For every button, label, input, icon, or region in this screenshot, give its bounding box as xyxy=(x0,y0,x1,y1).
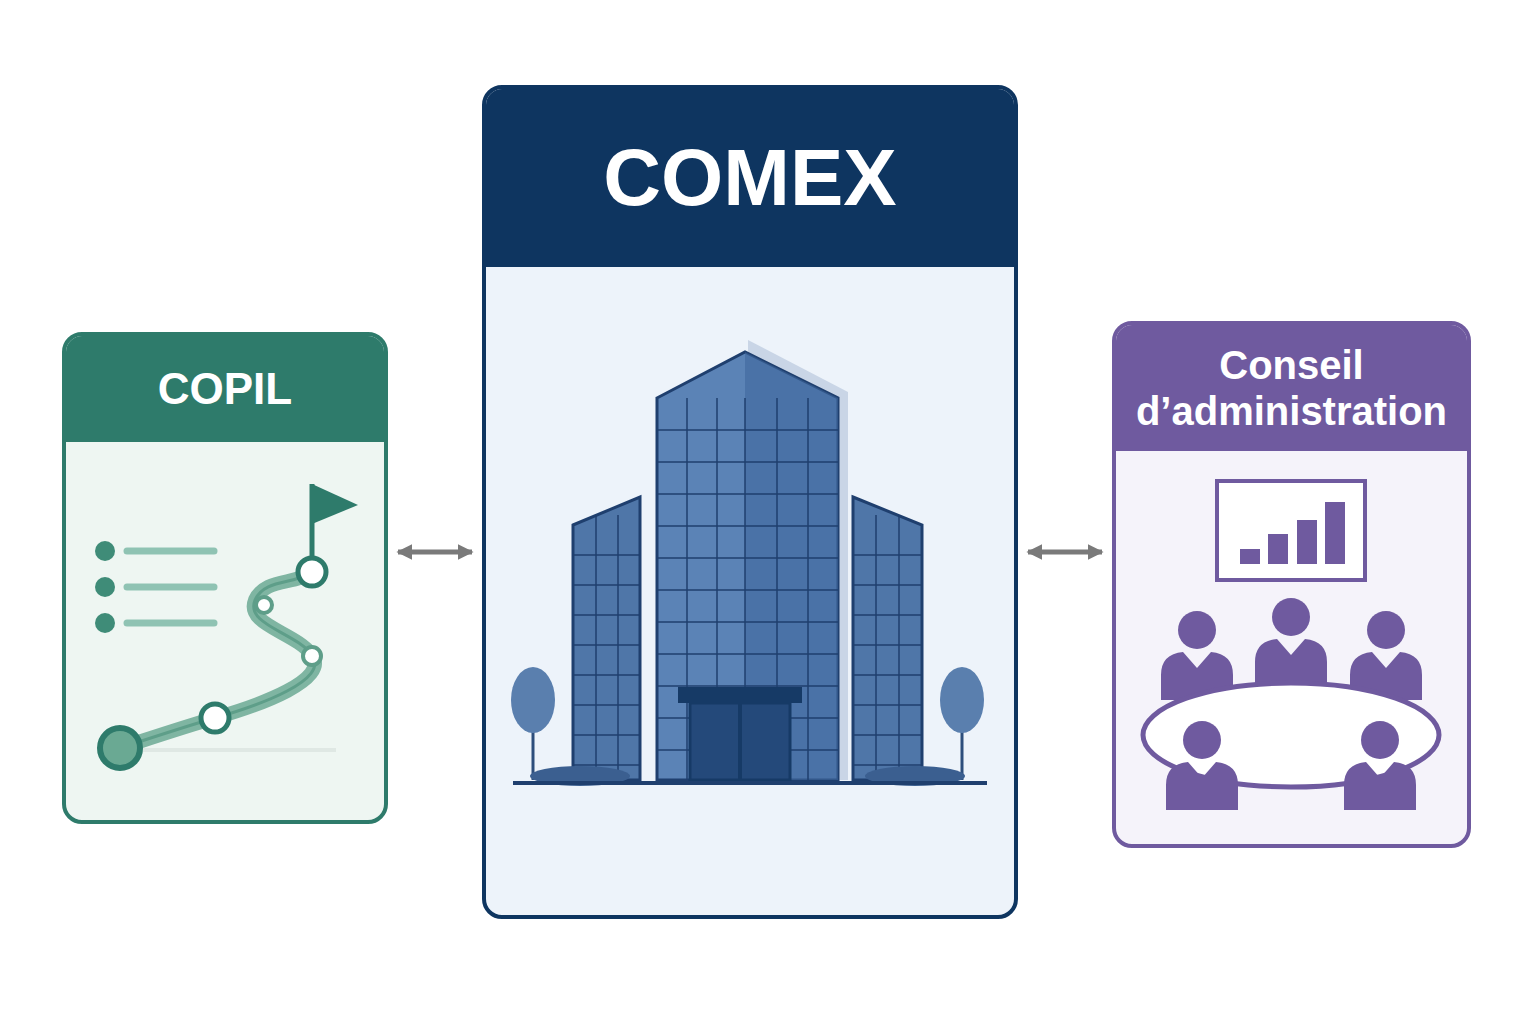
box-ground xyxy=(64,334,386,822)
window-line xyxy=(573,554,640,556)
window-line xyxy=(898,515,900,780)
box-ground xyxy=(484,87,1016,917)
person-head xyxy=(1183,721,1221,759)
bullet-line xyxy=(127,584,214,591)
door-line xyxy=(738,703,742,780)
window-line xyxy=(853,614,922,616)
window-line xyxy=(853,584,922,586)
entrance-canopy xyxy=(678,687,802,703)
chart-bar xyxy=(1268,534,1288,564)
tree-crown xyxy=(511,667,555,733)
double-arrow xyxy=(398,550,472,555)
window-line xyxy=(657,429,838,431)
milestone xyxy=(256,597,272,613)
chart-screen xyxy=(1217,481,1365,580)
window-line xyxy=(657,621,838,623)
window-line xyxy=(573,704,640,706)
board-box: Conseil d’administration xyxy=(1112,321,1471,848)
window-line xyxy=(595,515,597,780)
window-line xyxy=(657,525,838,527)
window-line xyxy=(657,461,838,463)
person-body xyxy=(1344,762,1416,810)
window-line xyxy=(573,764,640,766)
window-line xyxy=(573,644,640,646)
window-line xyxy=(875,515,877,780)
window-line xyxy=(807,398,809,780)
window-line xyxy=(657,685,838,687)
bullet-dot xyxy=(95,577,115,597)
person-body xyxy=(1255,639,1327,687)
ground-line xyxy=(513,781,987,785)
milestone xyxy=(201,704,229,732)
window-line xyxy=(853,734,922,736)
bullet-dot xyxy=(95,541,115,561)
start-point xyxy=(100,728,140,768)
roadmap-icon xyxy=(95,484,358,768)
box-ground xyxy=(1114,323,1469,846)
milestone xyxy=(303,647,321,665)
window-line xyxy=(686,398,688,780)
side-wing xyxy=(573,497,640,780)
tree-crown xyxy=(940,667,984,733)
meeting-icon xyxy=(1143,481,1439,810)
box-title: COMEX xyxy=(603,132,896,224)
flag xyxy=(312,484,358,524)
side-wing xyxy=(853,497,922,780)
window-line xyxy=(573,614,640,616)
bullet-line xyxy=(127,620,214,627)
window-line xyxy=(853,674,922,676)
window-line xyxy=(657,653,838,655)
main-tower xyxy=(657,352,838,780)
person-head xyxy=(1367,611,1405,649)
building-icon xyxy=(511,340,987,786)
window-line xyxy=(617,515,619,780)
window-line xyxy=(573,584,640,586)
road-line xyxy=(120,572,315,748)
comex-box: COMEX xyxy=(482,85,1018,919)
bullet-line xyxy=(127,548,214,555)
bullet-dot xyxy=(95,613,115,633)
window-line xyxy=(573,734,640,736)
window-line xyxy=(853,764,922,766)
window-line xyxy=(573,674,640,676)
box-header: COMEX xyxy=(486,89,1014,267)
person-head xyxy=(1272,598,1310,636)
window-line xyxy=(657,557,838,559)
winding-road xyxy=(120,572,315,748)
chart-bar xyxy=(1325,502,1345,564)
box-title: COPIL xyxy=(158,364,292,415)
entrance xyxy=(690,703,790,780)
ground-shadow xyxy=(140,748,336,752)
window-line xyxy=(657,589,838,591)
window-line xyxy=(853,644,922,646)
copil-box: COPIL xyxy=(62,332,388,824)
window-line xyxy=(657,493,838,495)
double-arrow xyxy=(1028,550,1102,555)
window-line xyxy=(853,704,922,706)
chart-bar xyxy=(1297,520,1317,564)
person-head xyxy=(1178,611,1216,649)
person-head xyxy=(1361,721,1399,759)
milestone xyxy=(298,558,326,586)
person-body xyxy=(1166,762,1238,810)
box-title: Conseil d’administration xyxy=(1126,342,1457,434)
chart-bar xyxy=(1240,549,1260,564)
box-header: COPIL xyxy=(66,336,384,442)
window-line xyxy=(853,554,922,556)
box-header: Conseil d’administration xyxy=(1116,325,1467,451)
